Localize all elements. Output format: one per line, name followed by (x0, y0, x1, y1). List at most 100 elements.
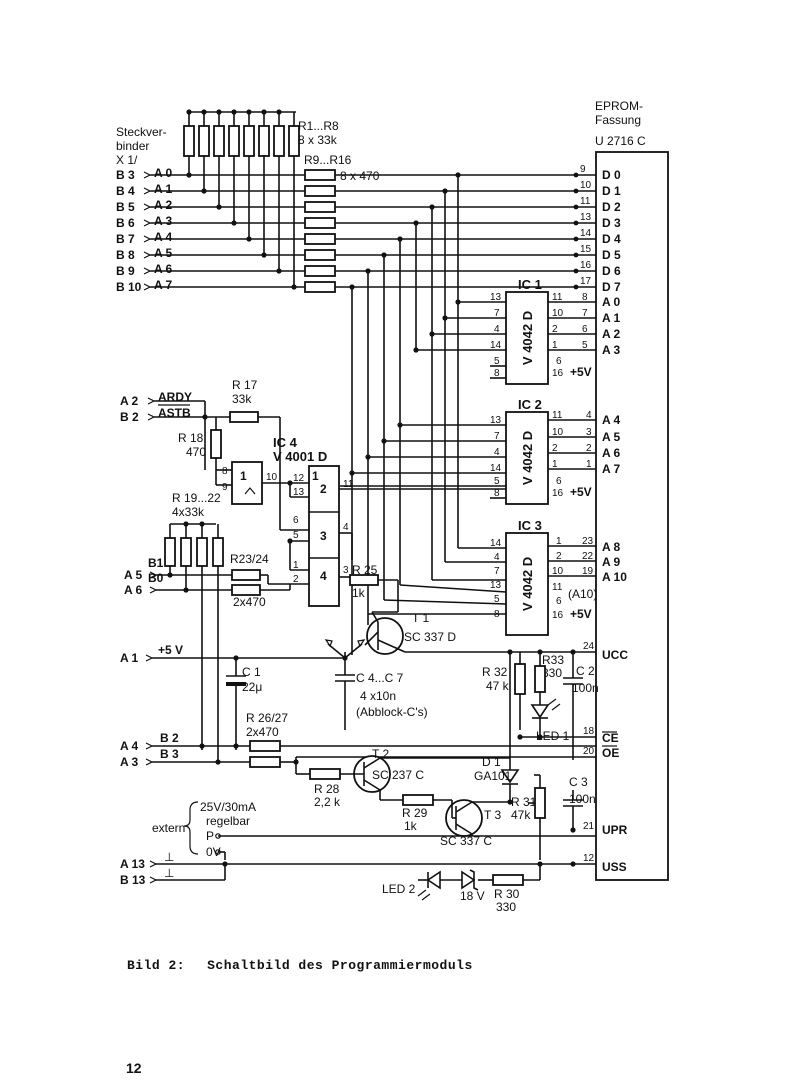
svg-text:4: 4 (494, 324, 500, 335)
ic1-name: IC 1 (518, 277, 542, 292)
eprom-pin-uss: USS (602, 860, 627, 874)
r31-name: R 31 (511, 795, 537, 809)
r28-name: R 28 (314, 782, 340, 796)
supply-extern: extern (152, 821, 185, 835)
svg-text:16: 16 (580, 260, 592, 271)
t3-section: R 29 1k T 3 SC 337 C (380, 794, 510, 848)
eprom-pin: D 7 (602, 280, 621, 294)
pin-a5: A 5 (124, 568, 143, 582)
svg-text:6: 6 (556, 476, 562, 487)
supply-regelbar: regelbar (206, 814, 250, 828)
eprom-pin: D 4 (602, 232, 621, 246)
svg-text:5: 5 (293, 530, 299, 541)
svg-text:6: 6 (293, 515, 299, 526)
svg-text:9: 9 (580, 164, 586, 175)
ic2-name: IC 2 (518, 397, 542, 412)
led1-label: LED 1 (536, 729, 570, 743)
r29-value: 1k (404, 819, 418, 833)
eprom-pin: A 6 (602, 446, 621, 460)
r29-name: R 29 (402, 806, 428, 820)
eprom-socket: EPROM- Fassung U 2716 C D 0 D 1 D 2 D 3 … (595, 99, 669, 881)
eprom-pin: A 4 (602, 413, 621, 427)
svg-text:14: 14 (490, 340, 502, 351)
svg-text:7: 7 (494, 308, 500, 319)
eprom-pin-ucc: UCC (602, 648, 628, 662)
pin-b13: B 13 (120, 873, 146, 887)
svg-text:5: 5 (494, 356, 500, 367)
svg-text:2: 2 (552, 443, 558, 454)
svg-text:2: 2 (552, 324, 558, 335)
r33-value: 330 (542, 666, 562, 680)
resistor-bank-r1-r8: R1...R8 8 x 33k (183, 109, 339, 290)
eprom-pin-oe: OE (602, 746, 619, 760)
eprom-pin: A 10 (602, 570, 627, 584)
svg-text:4: 4 (586, 410, 592, 421)
r23-r24-value: 2x470 (233, 595, 266, 609)
pin-label: B 5 (116, 200, 135, 214)
svg-text:10: 10 (552, 566, 564, 577)
svg-text:3: 3 (586, 427, 592, 438)
svg-text:20: 20 (583, 746, 595, 757)
connector-arrows (143, 171, 152, 291)
r19-r22-name: R 19...22 (172, 491, 221, 505)
eprom-label-2: Fassung (595, 113, 641, 127)
ic1-vdd: +5V (570, 365, 592, 379)
r18-value: 470 (186, 445, 206, 459)
addr-label: A 1 (154, 182, 173, 196)
svg-text:13: 13 (490, 580, 502, 591)
ic3-vdd: +5V (570, 607, 592, 621)
connector-title-2: binder (116, 139, 149, 153)
a5-a6-inputs: B1 B0 A 5 A 6 R23/24 2x470 (124, 552, 291, 609)
svg-text:13: 13 (490, 292, 502, 303)
addr-label: A 7 (154, 278, 173, 292)
svg-text:4: 4 (494, 552, 500, 563)
eprom-pin: D 1 (602, 184, 621, 198)
c1-value: 22μ (242, 680, 262, 694)
svg-text:11: 11 (580, 196, 591, 207)
page-number: 12 (126, 1060, 142, 1076)
r25-name: R 25 (352, 563, 378, 577)
d1-type: GA101 (474, 769, 512, 783)
addr-label: A 2 (154, 198, 173, 212)
pin-b2-ce: B 2 (160, 731, 179, 745)
pin-b2: B 2 (120, 410, 139, 424)
eprom-pin-ce: CE (602, 731, 619, 745)
addr-label: A 3 (154, 214, 173, 228)
svg-text:12: 12 (583, 853, 595, 864)
eprom-pin: A 2 (602, 327, 621, 341)
r19-r22-value: 4x33k (172, 505, 205, 519)
addr-label: A 5 (154, 246, 173, 260)
pin-b3-oe: B 3 (160, 747, 179, 761)
svg-text:8: 8 (582, 292, 588, 303)
d1-name: D 1 (482, 755, 501, 769)
t2-section: R 28 2,2 k T 2 SC 237 C (309, 747, 510, 809)
addr-label: A 4 (154, 230, 173, 244)
svg-text:21: 21 (583, 821, 595, 832)
ic4-type: V 4001 D (273, 449, 327, 464)
svg-text:11: 11 (343, 479, 354, 490)
svg-text:1: 1 (293, 560, 299, 571)
svg-text:17: 17 (580, 276, 592, 287)
c4-c7: C 4...C 7 4 x10n (Abblock-C's) (335, 660, 428, 730)
pin-label: B 6 (116, 216, 135, 230)
pin-b1: B1 (148, 556, 164, 570)
svg-text:7: 7 (582, 308, 588, 319)
svg-text:11: 11 (552, 292, 563, 303)
svg-text:15: 15 (580, 244, 592, 255)
r26-27-value: 2x470 (246, 725, 279, 739)
ic3-name: IC 3 (518, 518, 542, 533)
svg-text:6: 6 (556, 596, 562, 607)
v5-label: +5 V (158, 643, 183, 657)
data-lines-out (335, 174, 596, 288)
svg-text:14: 14 (580, 228, 592, 239)
connector-label: Steckver- binder X 1/ (116, 125, 167, 167)
svg-text:1: 1 (552, 340, 558, 351)
svg-text:2: 2 (586, 443, 592, 454)
r17-name: R 17 (232, 378, 258, 392)
svg-text:3: 3 (320, 529, 327, 543)
pin-a3: A 3 (120, 755, 139, 769)
eprom-label-3: U 2716 C (595, 134, 646, 148)
resistor-bank-r9-r16: R9...R16 8 x 470 (304, 153, 380, 293)
